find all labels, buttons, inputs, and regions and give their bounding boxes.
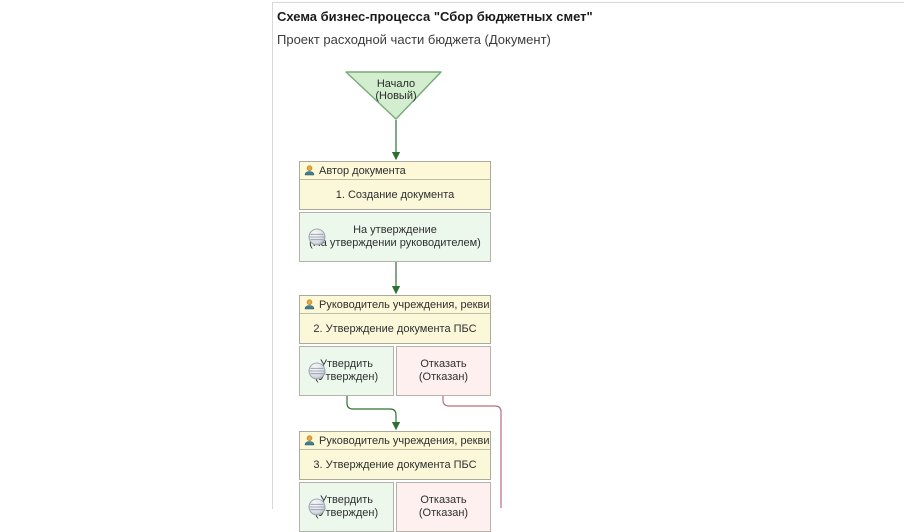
action-label: Утвердить — [319, 358, 374, 370]
sphere-icon — [308, 498, 326, 516]
diagram-subtitle: Проект расходной части бюджета (Документ… — [277, 32, 551, 47]
block2-action-approve[interactable]: Утвердить (Утвержден) — [299, 346, 394, 396]
sphere-icon — [308, 362, 326, 380]
person-icon — [304, 435, 315, 446]
block3-performer-label: Руководитель учреждения, реквизит ... — [319, 434, 490, 447]
block3-task[interactable]: 3. Утверждение документа ПБС — [300, 450, 490, 479]
process-block-3[interactable]: Руководитель учреждения, реквизит ... 3.… — [299, 431, 491, 532]
block2-action-reject[interactable]: Отказать (Отказан) — [396, 346, 491, 396]
block2-performer-header[interactable]: Руководитель учреждения, реквизит ... — [300, 296, 490, 314]
process-block-1[interactable]: Автор документа 1. Создание документа На… — [299, 161, 491, 262]
block1-performer-label: Автор документа — [319, 164, 406, 177]
process-block-2[interactable]: Руководитель учреждения, реквизит ... 2.… — [299, 295, 491, 396]
action-label: На утверждение — [353, 224, 437, 236]
diagram-title: Схема бизнес-процесса "Сбор бюджетных см… — [277, 9, 593, 24]
block1-task[interactable]: 1. Создание документа — [300, 180, 490, 209]
action-label: Отказать — [420, 494, 467, 506]
action-state: (Утвержден) — [314, 371, 379, 383]
action-label: Утвердить — [319, 494, 374, 506]
block3-action-approve[interactable]: Утвердить (Утвержден) — [299, 482, 394, 532]
block2-performer-label: Руководитель учреждения, реквизит ... — [319, 298, 490, 311]
block2-task[interactable]: 2. Утверждение документа ПБС — [300, 314, 490, 343]
person-icon — [304, 165, 315, 176]
block1-performer-header[interactable]: Автор документа — [300, 162, 490, 180]
block1-action-approve[interactable]: На утверждение (На утверждении руководит… — [299, 212, 491, 262]
start-node-label[interactable]: Начало (Новый) — [375, 78, 417, 102]
action-state: (Отказан) — [418, 507, 469, 519]
action-label: Отказать — [420, 358, 467, 370]
action-state: (На утверждении руководителем) — [309, 237, 481, 249]
block3-performer-header[interactable]: Руководитель учреждения, реквизит ... — [300, 432, 490, 450]
person-icon — [304, 299, 315, 310]
sphere-icon — [308, 228, 326, 246]
block3-action-reject[interactable]: Отказать (Отказан) — [396, 482, 491, 532]
action-state: (Отказан) — [418, 371, 469, 383]
